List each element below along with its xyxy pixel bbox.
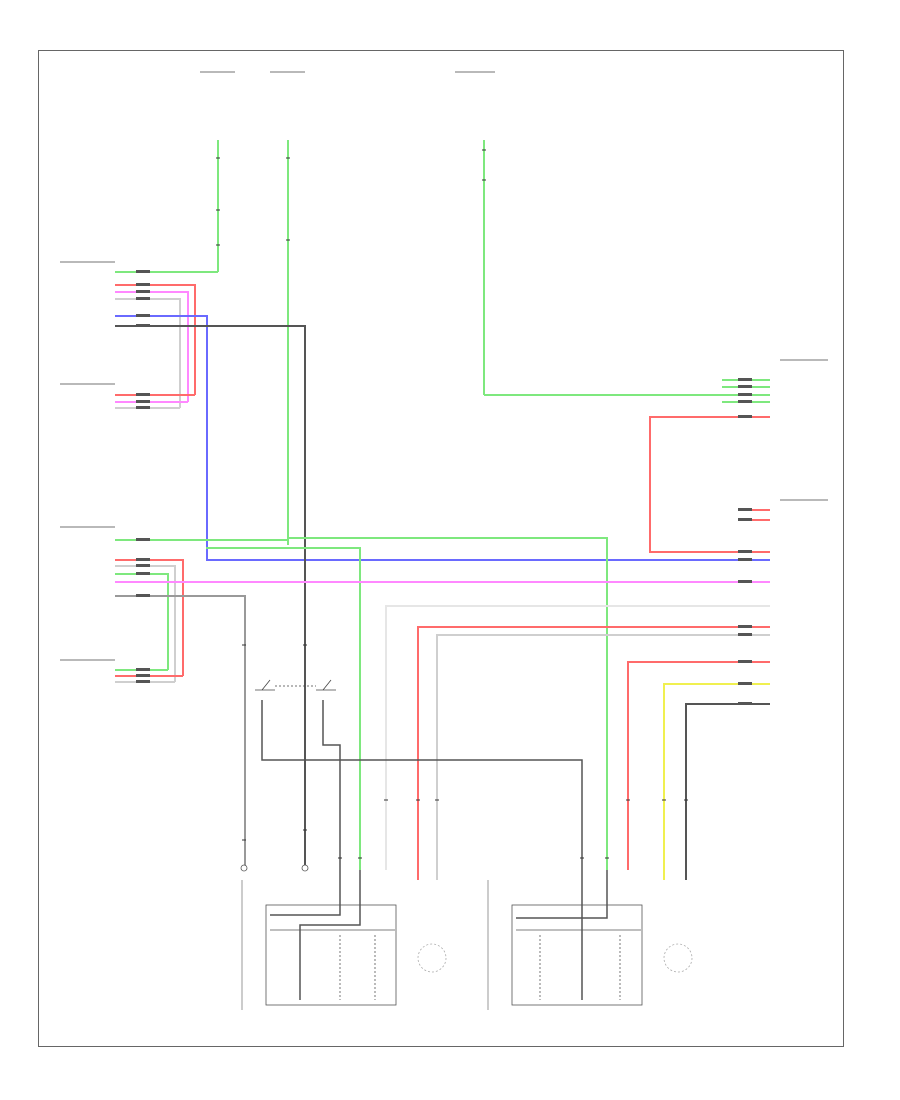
pin-bar-amp-7 [738,633,752,636]
wire-red-amp-1 [417,626,770,880]
wire-red-amp-2 [627,661,770,870]
lh-sensor-circle [663,943,693,973]
wire-gray-lf-1 [115,565,176,682]
pin-bar-rf-2 [136,283,150,286]
pin-bar-lfs-2 [136,674,150,677]
pin-bar-sw-1 [738,378,752,381]
right-front-seat-heater-assembly-box [265,904,397,1006]
wire-red-sw-amp [649,416,770,553]
lamp-symbols [240,864,309,872]
pin-bar-rf-3 [136,290,150,293]
wire-dark-rh-2 [299,870,361,1000]
switch-r-arm [322,679,332,691]
pin-bar-rf-1 [136,270,150,273]
pin-bar-lfs-3 [136,680,150,683]
lamp-right [301,864,309,872]
pin-bar-rf-6 [136,324,150,327]
pin-bar-amp-2 [738,518,752,521]
wire-red-rf-1 [115,284,196,395]
connector-group [60,71,828,661]
pin-bar-lf-3 [136,564,150,567]
pin-bar-amp-4 [738,558,752,561]
wire-green-bus-3 [206,547,361,870]
wire-dark-rf [115,325,306,870]
pin-bar-amp-5 [738,580,752,583]
wire-gray-amp-1 [436,634,770,880]
wire-yellow-amp [663,683,770,880]
wire-gray-lf-2 [115,595,246,870]
switch-symbols [255,679,336,691]
wire-gray-amp-2 [385,605,770,870]
wire-dark-lh-2 [516,870,608,919]
wire-green-bus-2 [288,537,608,870]
pin-bar-lf-2 [136,558,150,561]
pin-bar-rfs-1 [136,393,150,396]
wire-group [115,140,770,1010]
wire-green-lf-1 [115,573,169,670]
heater-assemblies [265,904,693,1006]
pin-bar-amp-10 [738,702,752,705]
pin-bar-rf-5 [136,314,150,317]
pin-bar-rf-4 [136,297,150,300]
wire-dark-sw-1 [261,700,583,870]
pin-bar-rfs-2 [136,400,150,403]
lamp-left [240,864,248,872]
pin-bar-amp-6 [738,625,752,628]
wire-pink-rf-1 [115,291,189,402]
pin-bar-amp-3 [738,550,752,553]
pin-bar-sw-3 [738,393,752,396]
pin-bar-lf-1 [136,538,150,541]
pin-bar-amp-9 [738,682,752,685]
wire-red-lf-1 [115,559,184,676]
wire-markers [216,149,688,859]
pin-bar-amp-1 [738,508,752,511]
pin-bar-amp-8 [738,660,752,663]
pin-bar-rfs-3 [136,406,150,409]
pin-bar-lf-5 [136,594,150,597]
left-front-seat-heater-assembly-box [511,904,643,1006]
wire-dark-sw-2 [322,700,341,870]
pin-bar-sw-5 [738,415,752,418]
rh-sensor-circle [417,943,447,973]
wire-dark-rh-1 [270,870,341,916]
diagram-frame [38,50,844,1047]
pin-bar-sw-4 [738,400,752,403]
pin-bar-lf-4 [136,572,150,575]
pin-bar-lfs-1 [136,668,150,671]
wire-blue-rf [115,315,770,561]
pin-bar-sw-2 [738,385,752,388]
wire-dark-amp [685,703,770,880]
pin-bars [136,270,752,705]
switch-l-arm [261,679,271,691]
